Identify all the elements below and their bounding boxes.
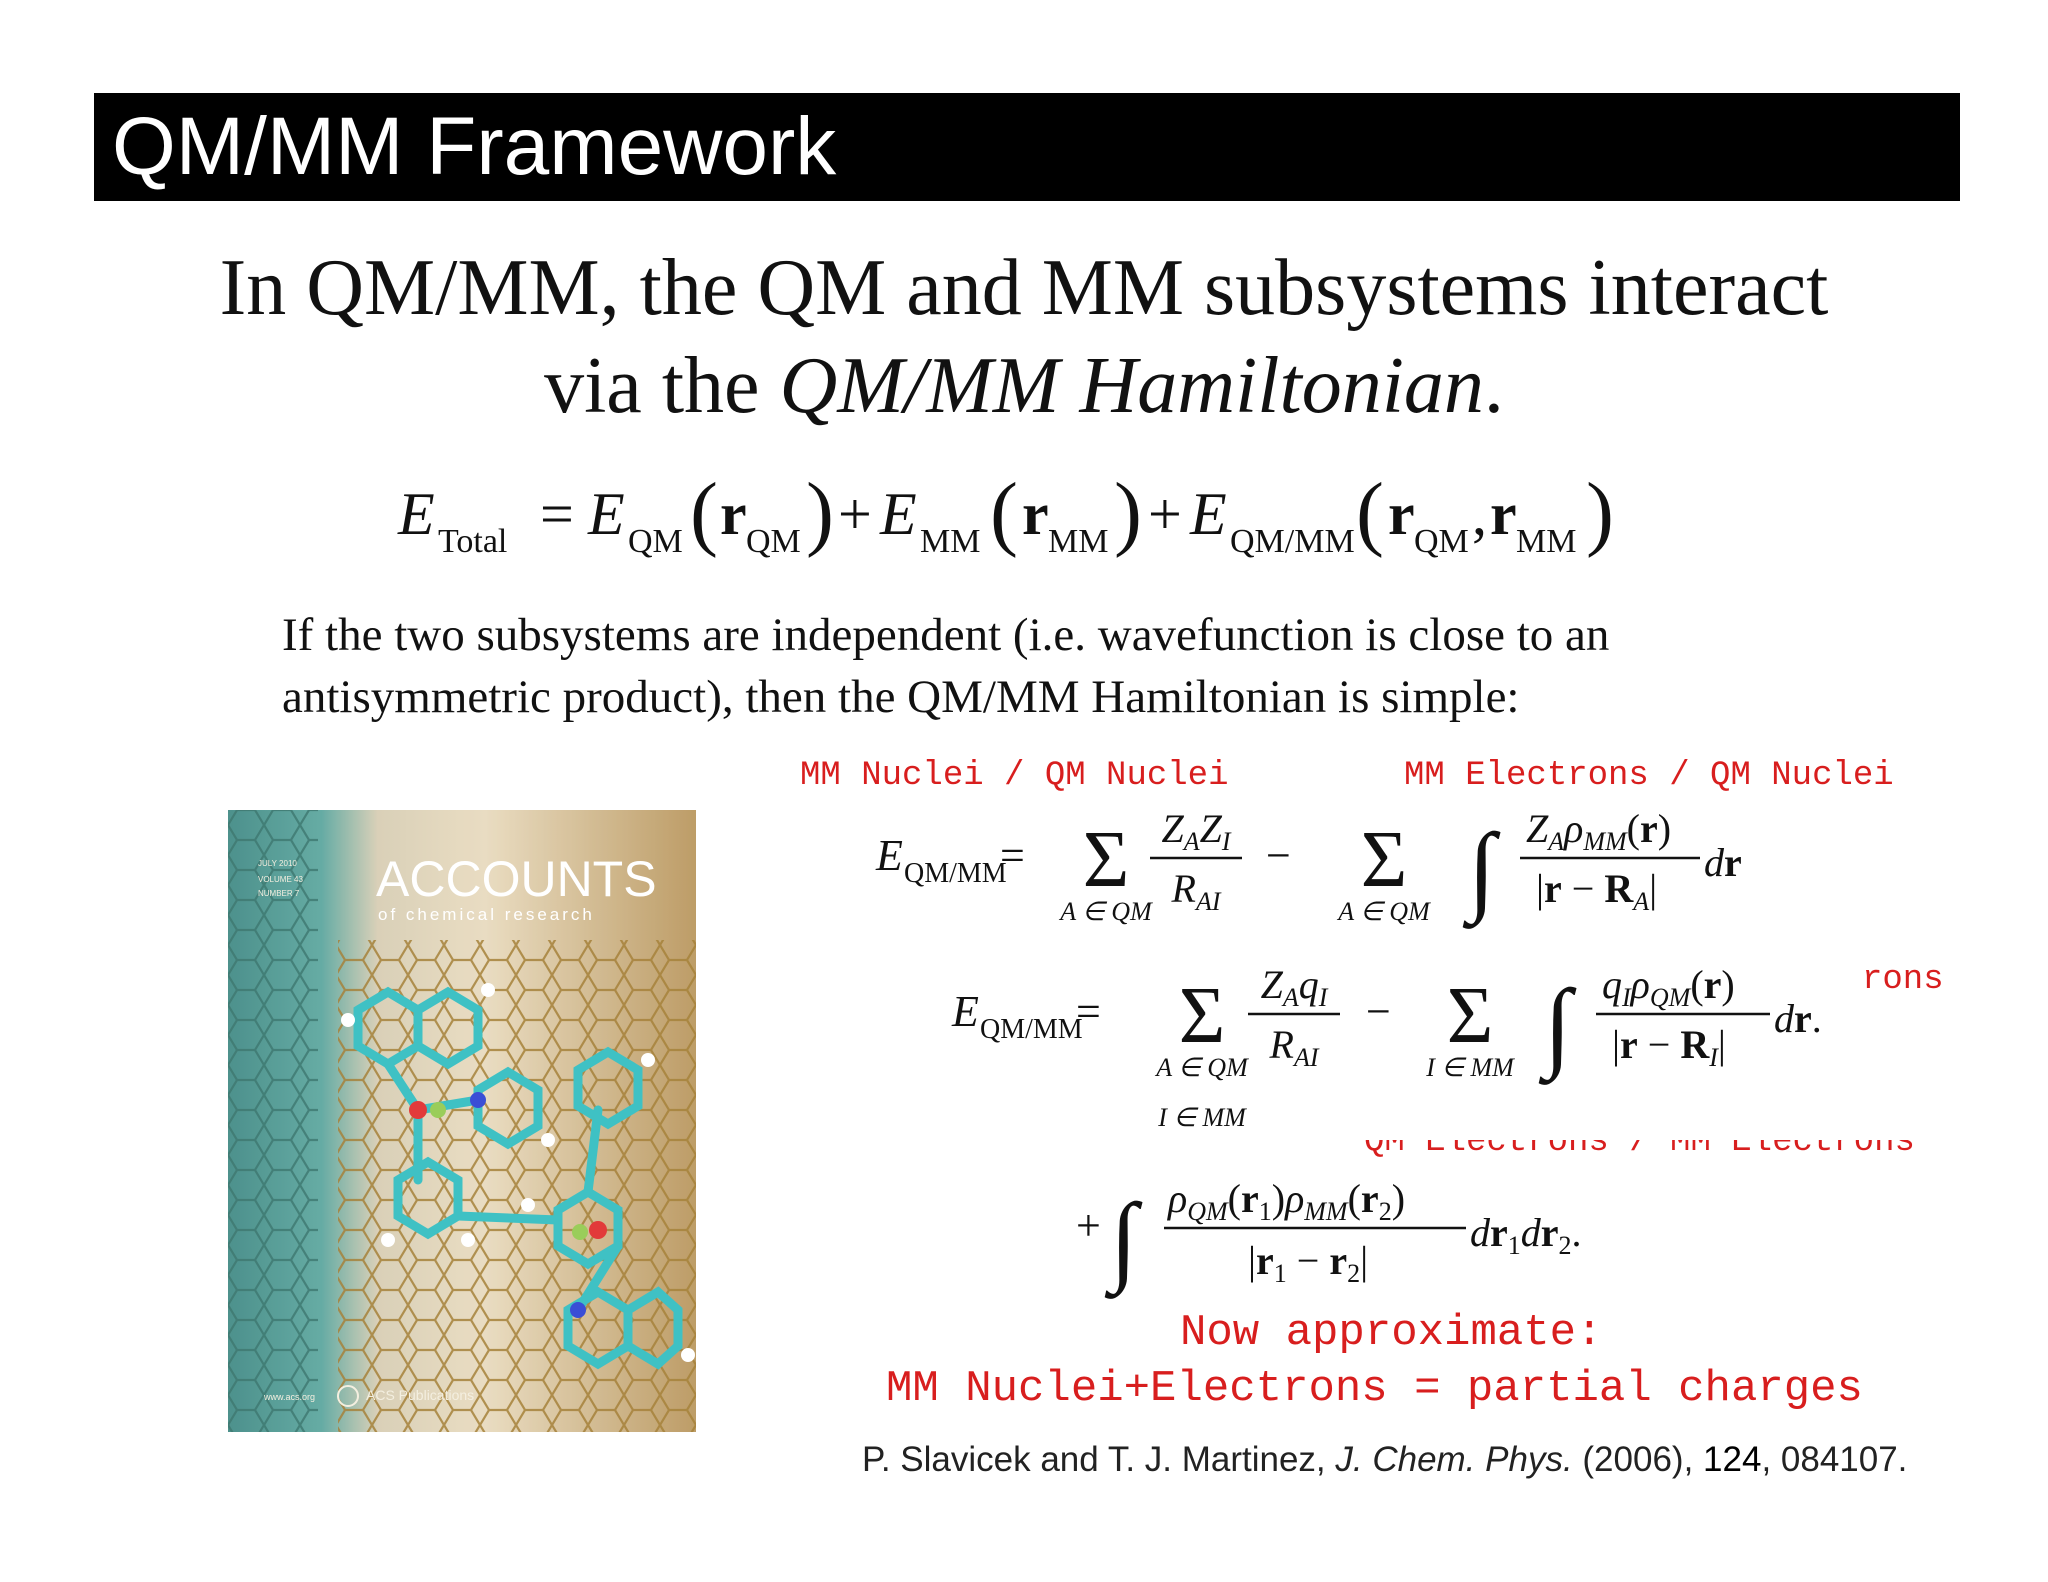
headline-italic: QM/MM Hamiltonian xyxy=(779,342,1484,430)
svg-text:=: = xyxy=(540,481,574,547)
citation-authors: P. Slavicek and T. J. Martinez, xyxy=(862,1440,1336,1479)
body-paragraph: If the two subsystems are independent (i… xyxy=(282,604,1802,728)
svg-text:dr.: dr. xyxy=(1774,996,1822,1041)
title-bar: QM/MM Framework xyxy=(94,93,1960,201)
svg-text:E: E xyxy=(875,831,903,880)
svg-text:ZAZI: ZAZI xyxy=(1161,806,1231,856)
citation-volume: 124 xyxy=(1703,1440,1762,1479)
svg-text:∫: ∫ xyxy=(1104,1183,1143,1299)
svg-text:|r − RI|: |r − RI| xyxy=(1612,1022,1726,1072)
svg-text:(: ( xyxy=(690,466,718,559)
svg-text:Σ: Σ xyxy=(1361,816,1408,904)
svg-text:r: r xyxy=(720,481,747,547)
label-rons: rons xyxy=(1862,961,1944,999)
svg-text:∫: ∫ xyxy=(1462,813,1501,929)
svg-text:E: E xyxy=(879,481,917,547)
svg-text:r: r xyxy=(1490,481,1517,547)
body-line-1: If the two subsystems are independent (i… xyxy=(282,609,1610,661)
svg-text:ρQM(r1)ρMM(r2): ρQM(r1)ρMM(r2) xyxy=(1166,1176,1405,1226)
qm-mm-equation-general: E QM/MM = Σ A ∈ QM ZAZI RAI − Σ A ∈ QM ∫… xyxy=(870,790,1770,940)
svg-text:(: ( xyxy=(990,466,1018,559)
svg-text:|r1 − r2|: |r1 − r2| xyxy=(1248,1238,1368,1288)
svg-text:I ∈ MM: I ∈ MM xyxy=(1157,1103,1247,1132)
svg-text:Σ: Σ xyxy=(1447,972,1494,1060)
svg-text:QM: QM xyxy=(746,523,801,560)
label-qm-electrons-mm-electrons: QM Electrons / MM Electrons xyxy=(1364,1140,1915,1161)
svg-text:Total: Total xyxy=(438,523,507,560)
svg-text:): ) xyxy=(1114,466,1142,559)
svg-text:MM: MM xyxy=(1048,523,1108,560)
svg-text:r: r xyxy=(1022,481,1049,547)
svg-text:A ∈ QM: A ∈ QM xyxy=(1058,897,1153,926)
cover-number: NUMBER 7 xyxy=(258,889,300,898)
svg-text:QM: QM xyxy=(1414,523,1469,560)
svg-text:A ∈ QM: A ∈ QM xyxy=(1336,897,1431,926)
svg-text:RAI: RAI xyxy=(1269,1022,1320,1072)
svg-text:ZAqI: ZAqI xyxy=(1261,962,1329,1012)
citation: P. Slavicek and T. J. Martinez, J. Chem.… xyxy=(862,1440,1907,1480)
svg-text:E: E xyxy=(1189,481,1227,547)
svg-text:QM/MM: QM/MM xyxy=(1230,523,1355,560)
svg-text:dr: dr xyxy=(1704,840,1742,885)
cover-website: www.acs.org xyxy=(263,1392,315,1402)
svg-text:): ) xyxy=(806,466,834,559)
svg-text:E: E xyxy=(587,481,625,547)
label-mm-electrons-qm-nuclei: MM Electrons / QM Nuclei xyxy=(1404,757,1894,795)
cover-date: JULY 2010 xyxy=(258,859,297,868)
qm-mm-equation-electron-term: + ∫ ρQM(r1)ρMM(r2) |r1 − r2| dr1dr2. xyxy=(1070,1160,1630,1310)
svg-text:QM: QM xyxy=(628,523,683,560)
svg-text:dr1dr2.: dr1dr2. xyxy=(1470,1210,1582,1260)
svg-text:(: ( xyxy=(1356,466,1384,559)
body-line-2: antisymmetric product), then the QM/MM H… xyxy=(282,671,1520,723)
headline-prefix: via the xyxy=(544,342,780,430)
svg-text:A ∈ QM: A ∈ QM xyxy=(1154,1053,1249,1082)
journal-cover-image: JULY 2010 VOLUME 43 NUMBER 7 ACCOUNTS of… xyxy=(228,810,696,1432)
svg-text:+: + xyxy=(1148,481,1182,547)
svg-text:−: − xyxy=(1366,987,1391,1036)
svg-text:+: + xyxy=(838,481,872,547)
citation-year: (2006), xyxy=(1572,1440,1704,1479)
cover-volume: VOLUME 43 xyxy=(258,875,303,884)
svg-text:MM: MM xyxy=(1516,523,1576,560)
svg-text:): ) xyxy=(1586,466,1614,559)
svg-text:=: = xyxy=(1000,831,1025,880)
molecule-illustration xyxy=(353,986,683,1370)
citation-pages: , 084107. xyxy=(1761,1440,1908,1479)
svg-text:r: r xyxy=(1388,481,1415,547)
cover-journal-subtitle: of chemical research xyxy=(378,905,595,924)
cover-journal-name: ACCOUNTS xyxy=(376,851,657,907)
svg-text:Σ: Σ xyxy=(1179,972,1226,1060)
qm-mm-equation-charges: E QM/MM = Σ A ∈ QM I ∈ MM ZAqI RAI − Σ I… xyxy=(946,946,1846,1146)
total-energy-equation: E Total = E QM ( r QM ) + E MM ( r MM ) … xyxy=(390,462,1690,582)
note-now-approximate: Now approximate: xyxy=(1180,1308,1603,1358)
svg-text:QM/MM: QM/MM xyxy=(980,1014,1083,1045)
svg-text:+: + xyxy=(1076,1201,1101,1250)
svg-text:−: − xyxy=(1266,831,1291,880)
headline-line-1: In QM/MM, the QM and MM subsystems inter… xyxy=(219,244,1829,332)
svg-text:∫: ∫ xyxy=(1538,969,1577,1085)
slide-title: QM/MM Framework xyxy=(112,101,837,192)
headline-suffix: . xyxy=(1483,342,1504,430)
citation-journal: J. Chem. Phys. xyxy=(1335,1440,1573,1479)
svg-text:Σ: Σ xyxy=(1083,816,1130,904)
svg-text:,: , xyxy=(1472,481,1487,547)
headline-line-2: via the QM/MM Hamiltonian. xyxy=(0,338,2048,434)
svg-text:E: E xyxy=(397,481,435,547)
note-partial-charges: MM Nuclei+Electrons = partial charges xyxy=(886,1364,1863,1414)
svg-text:QM/MM: QM/MM xyxy=(904,858,1007,889)
svg-text:|r − RA|: |r − RA| xyxy=(1536,866,1657,916)
svg-text:MM: MM xyxy=(920,523,980,560)
svg-text:qIρQM(r): qIρQM(r) xyxy=(1602,962,1735,1012)
svg-text:ZAρMM(r): ZAρMM(r) xyxy=(1526,806,1671,856)
label-mm-nuclei-qm-nuclei: MM Nuclei / QM Nuclei xyxy=(800,757,1229,795)
svg-text:=: = xyxy=(1076,987,1101,1036)
svg-text:RAI: RAI xyxy=(1171,866,1222,916)
svg-text:E: E xyxy=(951,987,979,1036)
cover-publisher: ACS Publications xyxy=(366,1387,474,1403)
acs-logo-icon xyxy=(337,1385,359,1407)
svg-text:I ∈ MM: I ∈ MM xyxy=(1425,1053,1515,1082)
